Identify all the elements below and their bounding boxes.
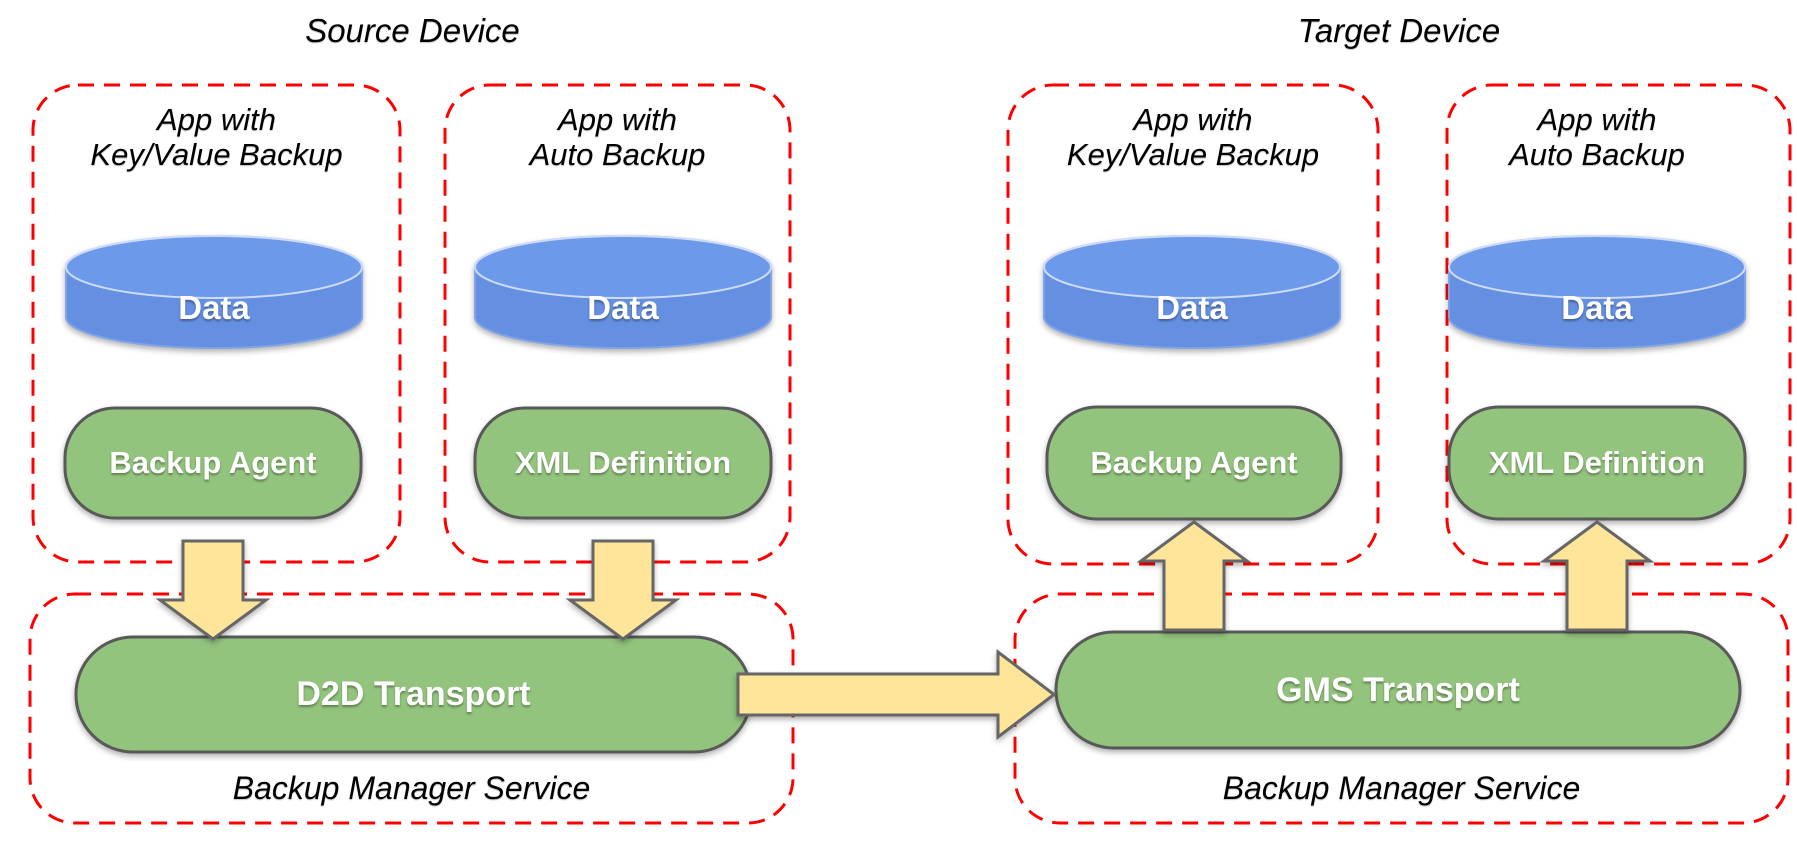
app-label-line1: App with [157,102,276,137]
app-label-line2: Auto Backup [529,137,706,172]
backup-agent-pill [1045,405,1343,521]
app-label: App with Auto Backup [445,102,790,172]
app-label-line1: App with [558,102,677,137]
app-label-line2: Auto Backup [1509,137,1685,172]
data-cylinder [65,235,363,349]
gms-transport-label: GMS Transport [1276,670,1520,709]
up-arrow [1136,520,1252,632]
xml-definition-label: XML Definition [514,445,732,480]
app-label-line1: App with [1537,102,1657,137]
app-label: App with Key/Value Backup [33,102,400,172]
backup-agent-label: Backup Agent [1090,445,1298,480]
data-cylinder [1448,235,1746,349]
xml-definition-pill [473,406,773,520]
gms-transport-pill [1054,630,1742,750]
xml-definition-pill [1447,405,1747,521]
down-arrow [155,539,271,641]
backup-agent-label: Backup Agent [109,445,317,480]
data-cylinder [1043,235,1341,349]
target-device-title: Target Device [1297,12,1501,49]
target-app-auto-box [1445,83,1792,566]
app-label: App with Key/Value Backup [1008,102,1378,172]
app-label: App with Auto Backup [1449,102,1745,172]
xml-definition-label: XML Definition [1488,445,1706,480]
right-arrow [736,648,1057,741]
backup-manager-service-label: Backup Manager Service [232,770,591,806]
d2d-transport-label: D2D Transport [296,675,531,713]
app-label-line1: App with [1133,102,1253,137]
backup-manager-service-label: Backup Manager Service [1222,770,1581,806]
data-cylinder-label: Data [178,289,250,326]
target-backup-manager-box [1013,592,1790,825]
component-pills [63,405,1747,754]
data-cylinder-label: Data [1561,289,1633,326]
data-cylinder-label: Data [587,289,659,326]
data-cylinder-label: Data [1156,289,1228,326]
backup-agent-pill [63,406,363,520]
app-label-line2: Key/Value Backup [1066,137,1320,172]
data-cylinder [474,235,772,349]
up-arrow [1539,520,1655,632]
flow-arrows [155,520,1655,741]
app-label-line2: Key/Value Backup [90,137,343,172]
source-device-title: Source Device [305,12,520,49]
down-arrow [565,539,681,641]
data-cylinders [65,235,1746,349]
